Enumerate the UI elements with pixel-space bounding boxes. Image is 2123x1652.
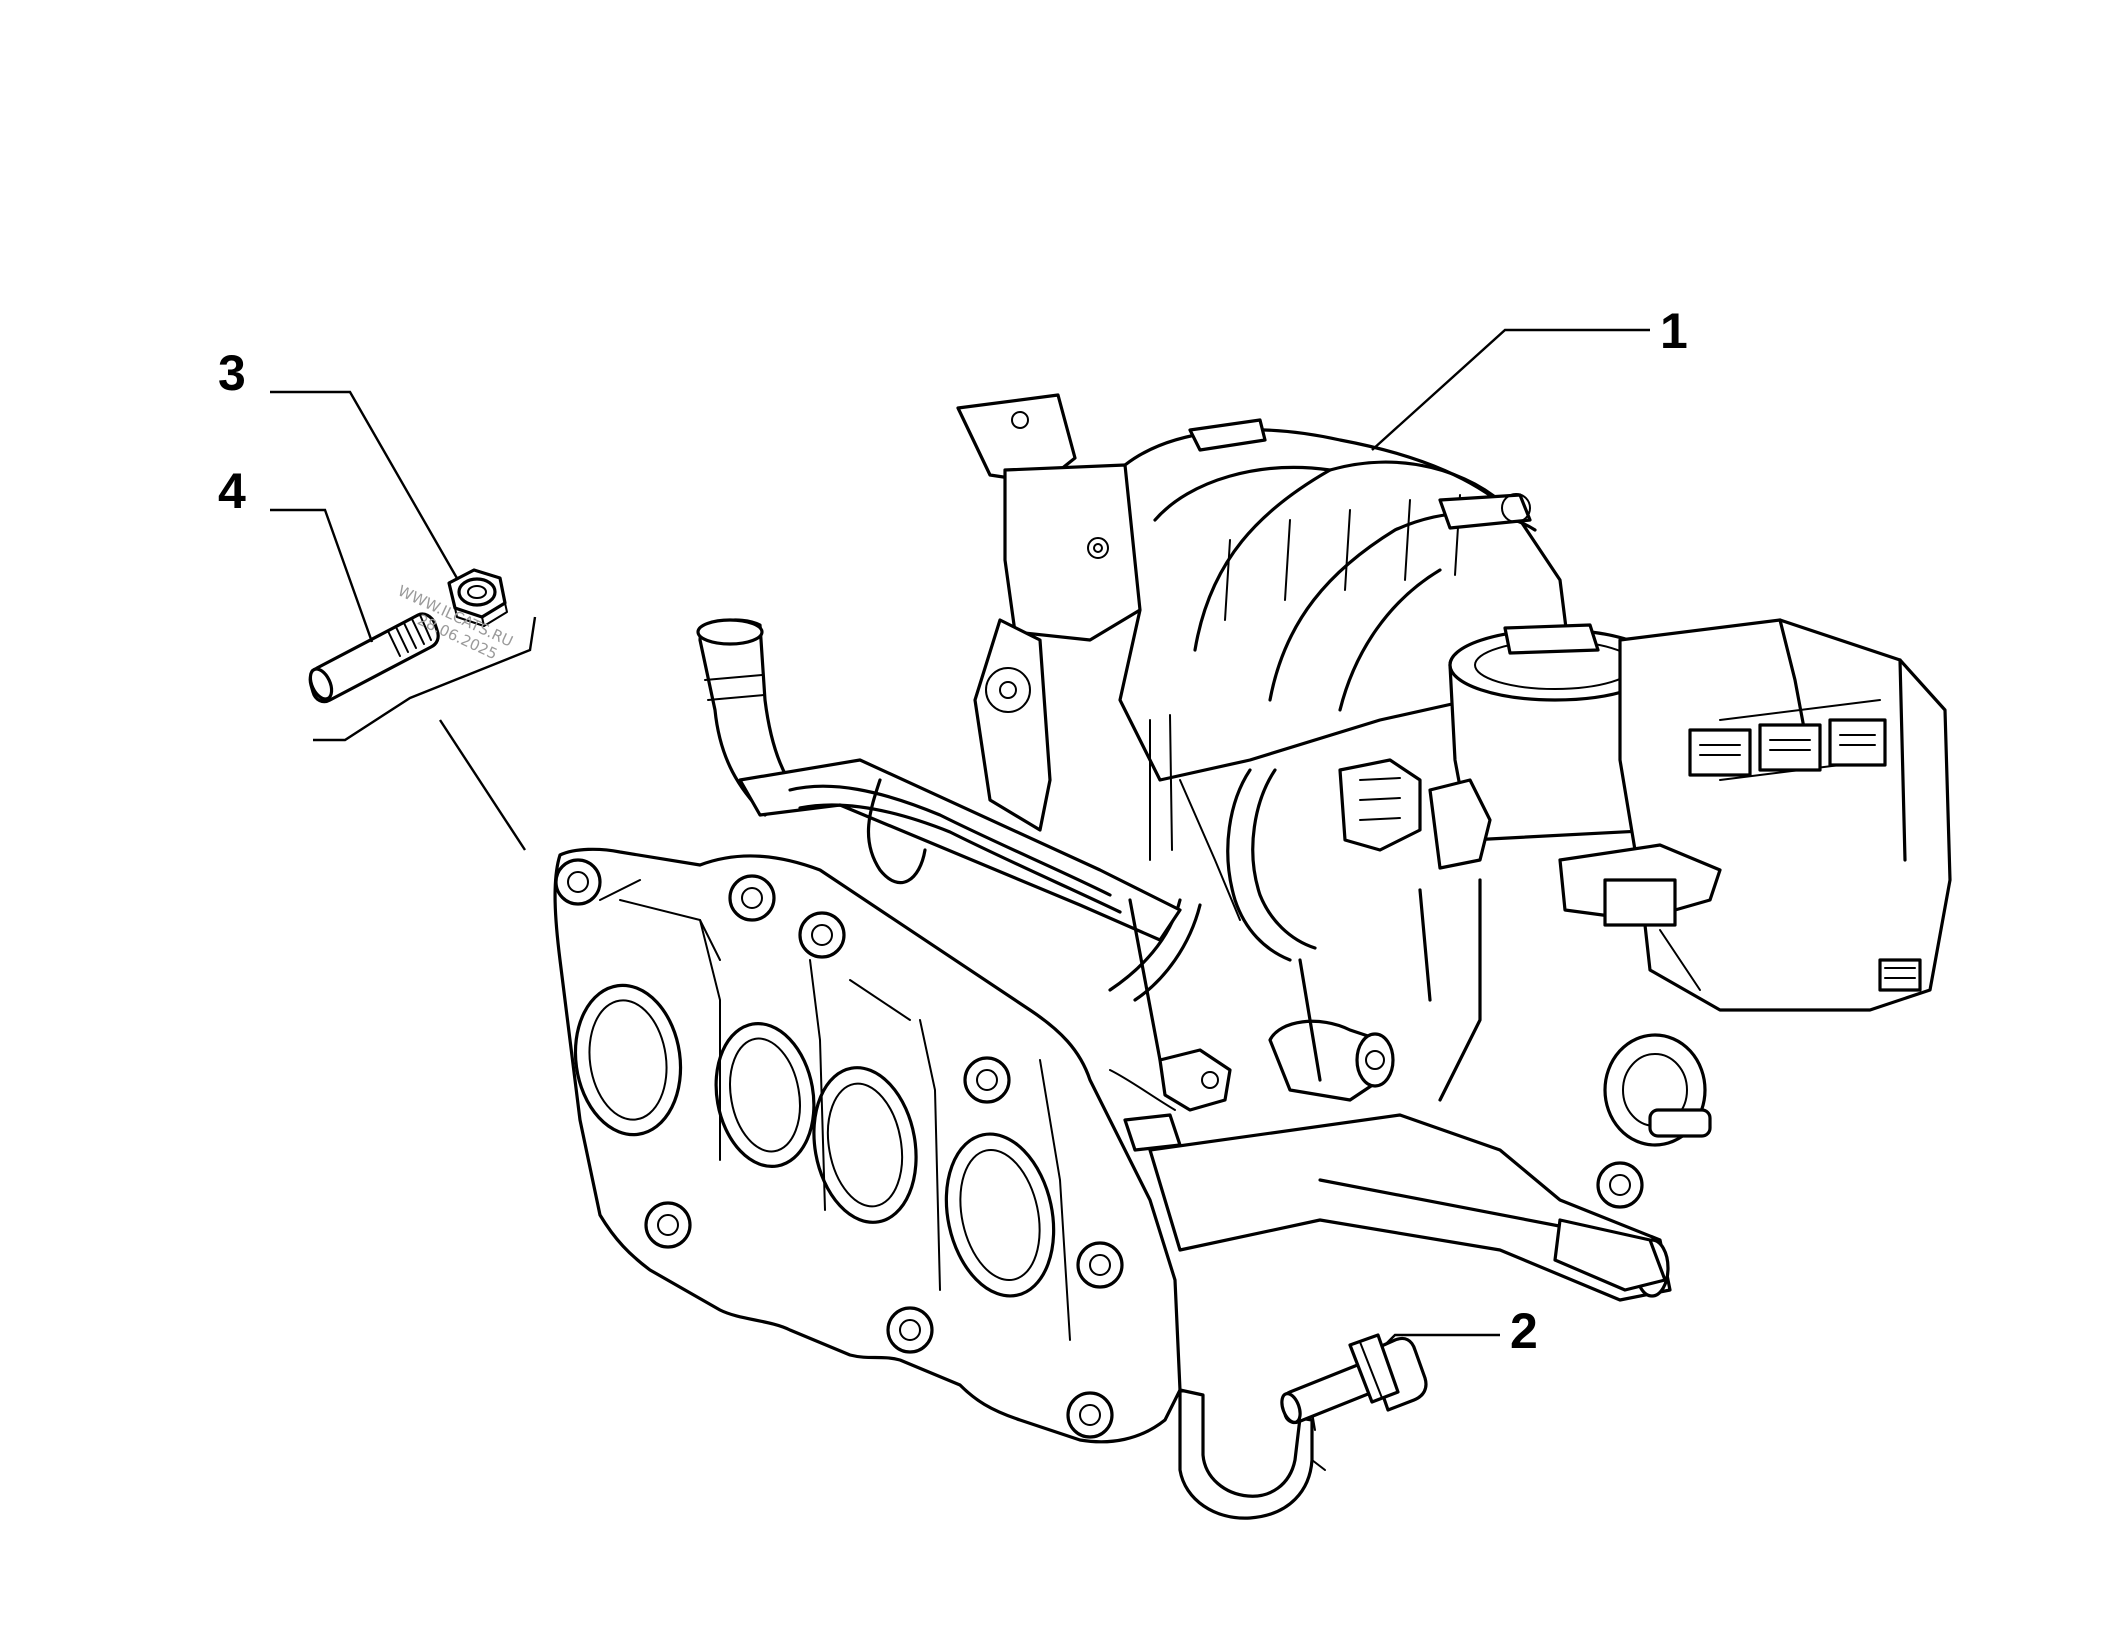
callout-1: 1	[1660, 303, 1688, 359]
leader-lines	[270, 328, 1650, 1346]
bolt-part-2[interactable]	[1278, 1333, 1428, 1425]
intake-manifold-assembly[interactable]	[553, 393, 1952, 1520]
callout-4: 4	[218, 463, 246, 519]
callout-2: 2	[1510, 1303, 1538, 1359]
nut-part-3[interactable]	[447, 568, 508, 627]
callout-3: 3	[218, 345, 246, 401]
stud-part-4[interactable]	[306, 612, 440, 704]
